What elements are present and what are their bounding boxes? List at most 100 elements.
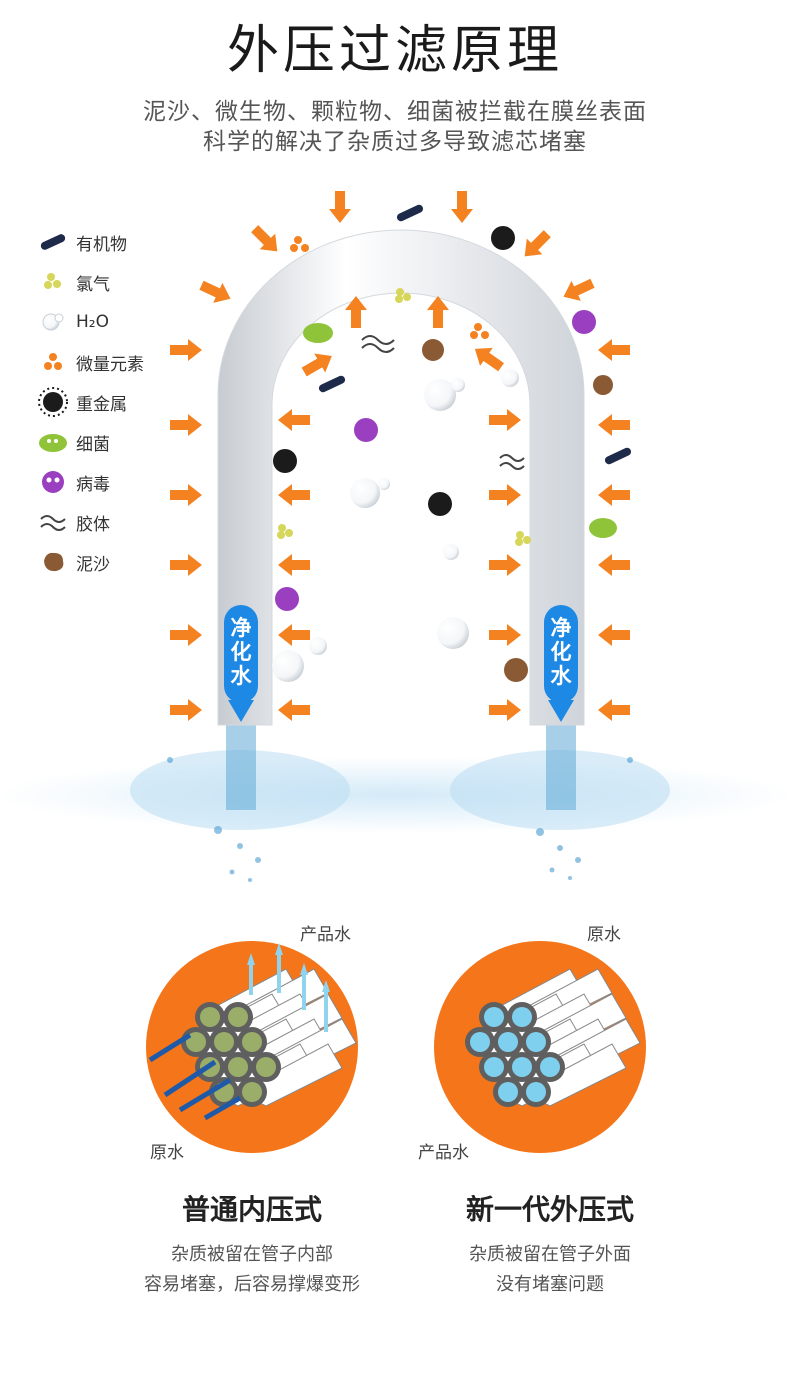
purified-water-badge-left: [224, 605, 258, 722]
legend-label: 细菌: [76, 434, 110, 455]
membrane-tube-core: [256, 1057, 276, 1077]
chlorine-icon: [44, 273, 61, 289]
u-tube-diagram: [0, 191, 790, 882]
legend-item-trace: 微量元素: [36, 342, 144, 382]
sediment-icon: [44, 552, 64, 572]
inflow-arrow: [278, 554, 310, 576]
membrane-tube-core: [512, 1057, 532, 1077]
legend-item-bacteria: 细菌: [36, 422, 144, 462]
water-splash: [0, 720, 790, 882]
water-molecule-icon: [42, 313, 64, 331]
legend-item-heavy-metal: 重金属: [36, 382, 144, 422]
outer-bottom-label: 产品水: [418, 1143, 469, 1163]
outer-type-desc-2: 没有堵塞问题: [496, 1274, 604, 1295]
inflow-arrow: [345, 296, 367, 328]
legend-item-chlorine: 氯气: [36, 262, 144, 302]
u-tube: [217, 229, 585, 726]
inflow-arrow: [170, 339, 202, 361]
inflow-arrow: [451, 191, 473, 223]
organic-icon: [40, 234, 66, 250]
bacteria-icon: [39, 434, 67, 452]
legend-item-water: H₂O: [36, 302, 144, 342]
membrane-tube-core: [200, 1007, 220, 1027]
inflow-arrow: [524, 230, 551, 257]
colloid-icon: [40, 515, 66, 531]
virus-icon: [42, 471, 64, 493]
particles: [273, 204, 632, 682]
inflow-arrow: [329, 191, 351, 223]
inflow-arrow: [199, 280, 231, 303]
membrane-tube-core: [470, 1032, 490, 1052]
membrane-tube-core: [484, 1057, 504, 1077]
inflow-arrow: [489, 409, 521, 431]
inner-type-desc-2: 容易堵塞，后容易撑爆变形: [144, 1274, 360, 1295]
inner-pressure-circle: [146, 941, 358, 1153]
heavy-metal-icon: [38, 387, 68, 417]
membrane-tube-core: [228, 1057, 248, 1077]
inflow-arrow: [489, 554, 521, 576]
membrane-tube-core: [242, 1032, 262, 1052]
membrane-tube-core: [540, 1057, 560, 1077]
membrane-tube-core: [512, 1007, 532, 1027]
inflow-arrow: [563, 278, 595, 301]
outer-pressure-circle: [434, 941, 646, 1153]
inflow-arrow: [598, 339, 630, 361]
membrane-tube-core: [498, 1032, 518, 1052]
outer-type-desc-1: 杂质被留在管子外面: [469, 1244, 631, 1265]
legend-label: 微量元素: [76, 354, 144, 375]
membrane-tube-core: [242, 1082, 262, 1102]
inflow-arrow: [278, 624, 310, 646]
legend-label: 胶体: [76, 514, 110, 535]
subtitle-line-1: 泥沙、微生物、颗粒物、细菌被拦截在膜丝表面: [143, 99, 647, 125]
inflow-arrows: [170, 191, 630, 721]
inflow-arrow: [170, 624, 202, 646]
legend-label: 重金属: [76, 394, 127, 415]
legend-label: 泥沙: [76, 554, 110, 575]
purified-water-badge-right: [544, 605, 578, 722]
inflow-arrow: [489, 624, 521, 646]
comparison-diagram: [146, 941, 646, 1153]
inner-top-label: 产品水: [300, 925, 351, 945]
inflow-arrow: [278, 699, 310, 721]
inflow-arrow: [489, 484, 521, 506]
purified-water-label-left: 净化水: [230, 616, 252, 688]
membrane-tube-core: [228, 1007, 248, 1027]
inflow-arrow: [598, 554, 630, 576]
water-bubbles: [272, 369, 519, 682]
outer-top-label: 原水: [587, 925, 621, 945]
inflow-arrow: [427, 296, 449, 328]
membrane-tube-core: [214, 1032, 234, 1052]
legend-label: 氯气: [76, 274, 110, 295]
trace-element-icon: [44, 353, 62, 370]
page-title: 外压过滤原理: [226, 21, 563, 81]
subtitle-line-2: 科学的解决了杂质过多导致滤芯堵塞: [203, 129, 587, 155]
inflow-arrow: [170, 414, 202, 436]
legend-label: H₂O: [76, 312, 109, 332]
inflow-arrow: [474, 347, 504, 372]
membrane-tube-core: [498, 1082, 518, 1102]
purified-water-label-right: 净化水: [550, 616, 572, 688]
inflow-arrow: [278, 484, 310, 506]
membrane-tube-core: [526, 1082, 546, 1102]
inflow-arrow: [598, 624, 630, 646]
legend-item-colloid: 胶体: [36, 502, 144, 542]
inflow-arrow: [598, 484, 630, 506]
inner-bottom-label: 原水: [150, 1143, 184, 1163]
inflow-arrow: [598, 699, 630, 721]
inflow-arrow: [489, 699, 521, 721]
legend-label: 有机物: [76, 234, 127, 255]
membrane-tube-core: [526, 1032, 546, 1052]
legend-label: 病毒: [76, 474, 110, 495]
legend-item-virus: 病毒: [36, 462, 144, 502]
inner-type-title: 普通内压式: [181, 1193, 322, 1226]
membrane-tube-core: [484, 1007, 504, 1027]
inflow-arrow: [251, 225, 278, 252]
inflow-arrow: [301, 353, 332, 377]
inflow-arrow: [170, 484, 202, 506]
legend-item-sediment: 泥沙: [36, 542, 144, 582]
particle-legend: 有机物 氯气 H₂O 微量元素 重金属 细菌 病毒 胶体 泥沙: [36, 222, 144, 582]
inflow-arrow: [598, 414, 630, 436]
inflow-arrow: [170, 699, 202, 721]
inner-type-desc-1: 杂质被留在管子内部: [171, 1244, 333, 1265]
inflow-arrow: [170, 554, 202, 576]
